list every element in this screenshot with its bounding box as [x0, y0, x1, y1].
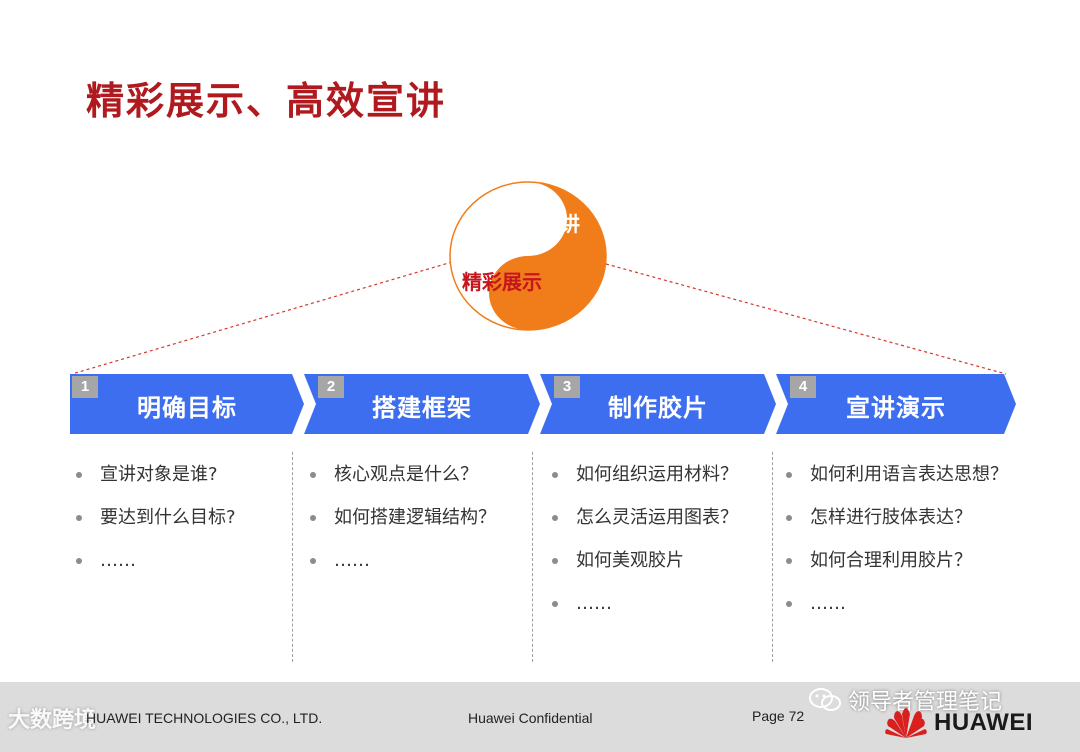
list-item: 如何搭建逻辑结构？: [304, 503, 496, 546]
huawei-logo: HUAWEI: [884, 706, 1033, 740]
column-divider: [532, 452, 533, 662]
bullet-icon: [310, 472, 316, 478]
list-item: 要达到什么目标?: [70, 503, 236, 546]
column-2: 核心观点是什么？ 如何搭建逻辑结构？ ……: [304, 460, 496, 589]
step-label: 制作胶片: [608, 394, 708, 422]
list-item: ……: [70, 546, 236, 589]
step-4: 4 宣讲演示: [776, 374, 1016, 434]
wechat-icon: [809, 688, 841, 711]
slide-title: 精彩展示、高效宣讲: [86, 79, 447, 123]
yin-yang-emblem: [448, 180, 608, 332]
bullet-icon: [552, 601, 558, 607]
emblem-bottom-text: 精彩展示: [462, 270, 542, 294]
list-item: ……: [780, 589, 1008, 632]
list-item: 如何组织运用材料？: [546, 460, 738, 503]
step-label: 宣讲演示: [846, 394, 946, 422]
column-1: 宣讲对象是谁? 要达到什么目标? ……: [70, 460, 236, 589]
bullet-icon: [552, 472, 558, 478]
step-3: 3 制作胶片: [540, 374, 776, 434]
chevron-arrow-shape: [304, 374, 540, 434]
footer-confidential: Huawei Confidential: [468, 710, 593, 726]
list-item: 怎样进行肢体表达？: [780, 503, 1008, 546]
column-4: 如何利用语言表达思想？ 怎样进行肢体表达？ 如何合理利用胶片？ ……: [780, 460, 1008, 632]
bullet-icon: [786, 601, 792, 607]
list-item: 宣讲对象是谁?: [70, 460, 236, 503]
chevron-arrow-shape: [540, 374, 776, 434]
bullet-icon: [76, 472, 82, 478]
step-label: 明确目标: [137, 394, 237, 422]
bullet-icon: [786, 515, 792, 521]
bullet-icon: [76, 558, 82, 564]
bullet-icon: [552, 558, 558, 564]
column-divider: [292, 452, 293, 662]
list-item: 如何美观胶片: [546, 546, 738, 589]
step-number-badge: 1: [72, 376, 98, 398]
bullet-icon: [310, 558, 316, 564]
list-item: 如何利用语言表达思想？: [780, 460, 1008, 503]
step-label: 搭建框架: [372, 394, 472, 422]
slide-footer: 大数跨境 HUAWEI TECHNOLOGIES CO., LTD. Huawe…: [0, 682, 1080, 752]
column-divider: [772, 452, 773, 662]
step-number-badge: 2: [318, 376, 344, 398]
list-item: 如何合理利用胶片？: [780, 546, 1008, 589]
step-number-badge: 3: [554, 376, 580, 398]
bullet-icon: [786, 558, 792, 564]
bullet-icon: [552, 515, 558, 521]
huawei-wordmark: HUAWEI: [934, 709, 1033, 736]
list-item: ……: [304, 546, 496, 589]
chevron-arrow-shape: [776, 374, 1016, 434]
watermark-right: 领导者管理笔记: [808, 684, 1002, 716]
step-1: 1 明确目标: [70, 374, 304, 434]
watermark-left: 大数跨境: [8, 708, 97, 733]
bullet-icon: [786, 472, 792, 478]
bullet-icon: [76, 515, 82, 521]
huawei-petal-icon: [885, 708, 927, 738]
bullet-icon: [310, 515, 316, 521]
column-3: 如何组织运用材料？ 怎么灵活运用图表？ 如何美观胶片 ……: [546, 460, 738, 632]
step-number-badge: 4: [790, 376, 816, 398]
emblem-top-text: 高效宣讲: [500, 212, 580, 236]
chevron-arrow-shape: [70, 374, 304, 434]
footer-company: HUAWEI TECHNOLOGIES CO., LTD.: [86, 710, 323, 726]
list-item: 怎么灵活运用图表？: [546, 503, 738, 546]
list-item: 核心观点是什么？: [304, 460, 496, 503]
footer-page-number: Page 72: [752, 708, 805, 724]
step-2: 2 搭建框架: [304, 374, 540, 434]
list-item: ……: [546, 589, 738, 632]
